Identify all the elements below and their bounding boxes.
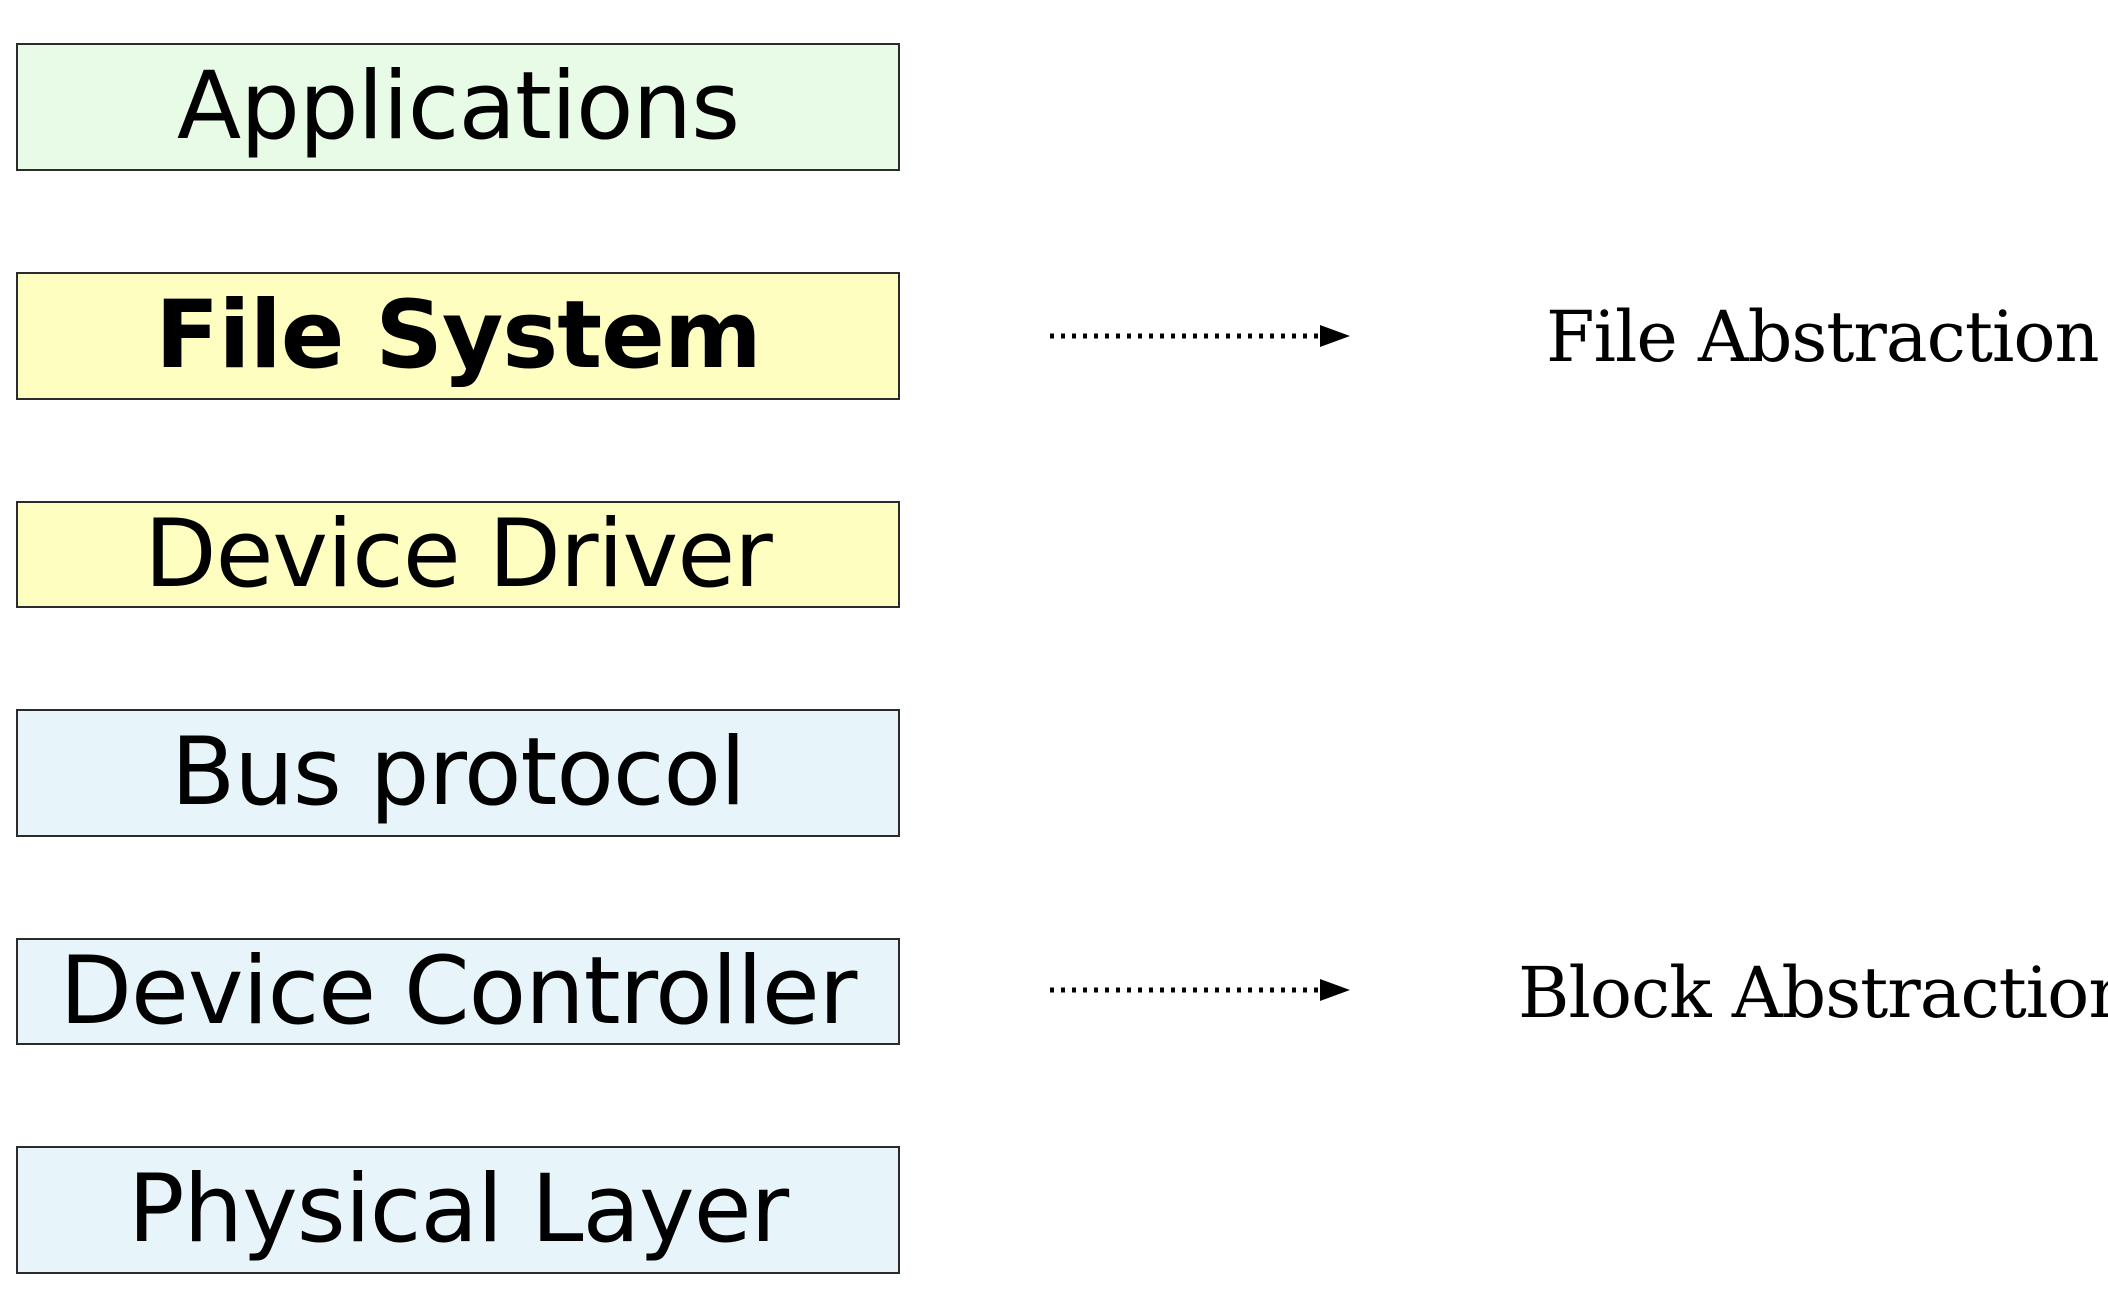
layer-label: Applications [176,52,740,161]
layer-physical-layer: Physical Layer [16,1146,900,1274]
layer-label: File System [155,281,762,390]
layer-bus-protocol: Bus protocol [16,709,900,837]
layer-label: Physical Layer [127,1155,789,1264]
file-abstraction-label: File Abstraction [1546,296,2100,378]
dotted-arrow [1050,979,1350,1001]
layer-label: Device Driver [144,499,773,609]
layer-label: Device Controller [59,936,858,1046]
layer-applications: Applications [16,43,900,171]
layer-label: Bus protocol [170,718,746,827]
block-abstraction-label: Block Abstraction [1518,952,2108,1034]
arrow-head [1320,979,1350,1001]
arrow-head [1320,325,1350,347]
layer-file-system: File System [16,272,900,400]
layer-device-driver: Device Driver [16,501,900,608]
dotted-arrow [1050,325,1350,347]
layer-device-controller: Device Controller [16,938,900,1045]
